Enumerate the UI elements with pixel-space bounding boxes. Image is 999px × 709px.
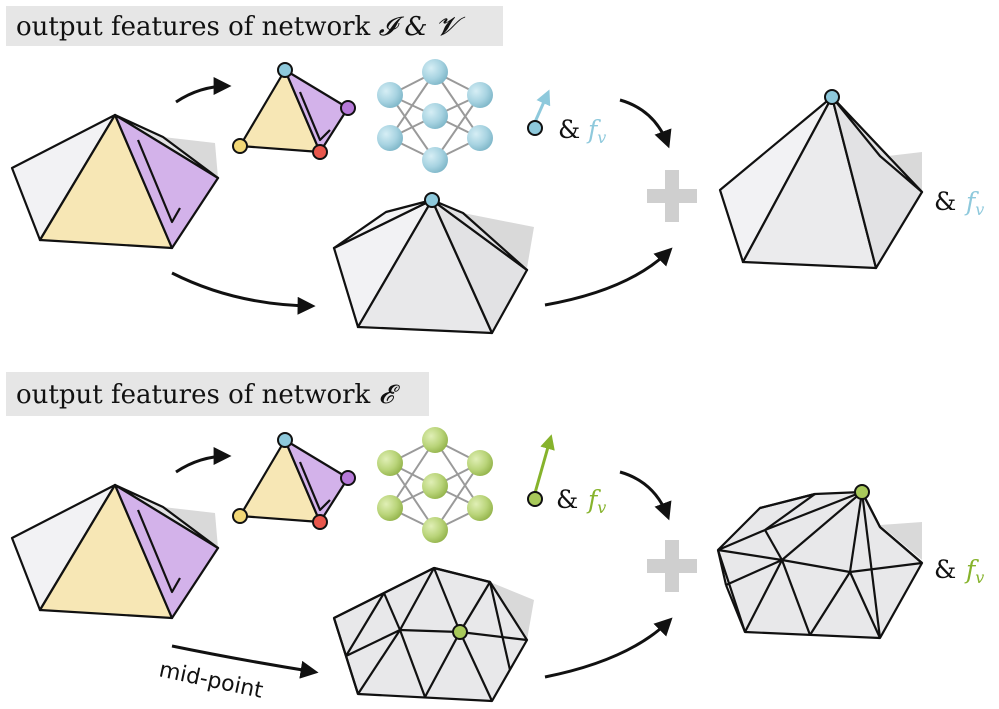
vector-arrow-icon — [527, 434, 555, 507]
vertex-mesh — [332, 192, 534, 335]
arrow-label: mid-point — [157, 657, 266, 703]
arrow-icon — [619, 470, 672, 521]
feature-amp: & — [556, 485, 578, 514]
section-1: output features of network 𝓘 & 𝓥 — [6, 6, 984, 335]
plus-icon — [647, 170, 697, 222]
result-amp: & — [934, 555, 956, 584]
result-feature-label: fv — [964, 555, 984, 587]
one-ring-icon — [232, 432, 356, 530]
plus-icon — [647, 540, 697, 592]
arrow-icon — [171, 271, 316, 315]
arrow-icon — [619, 98, 672, 149]
arrow-icon — [171, 644, 319, 679]
one-ring-icon — [232, 62, 356, 160]
result-mesh — [716, 484, 924, 640]
neural-network-icon — [377, 427, 493, 543]
section-2: output features of network 𝓔 — [6, 372, 984, 704]
result-mesh — [718, 89, 924, 270]
input-mesh — [10, 483, 220, 620]
arrow-icon — [544, 617, 673, 679]
feature-amp: & — [558, 115, 580, 144]
neural-network-icon — [377, 59, 493, 173]
arrow-icon — [175, 77, 232, 104]
feature-label: fv — [586, 115, 606, 147]
arrow-icon — [175, 447, 232, 474]
section-banner — [6, 372, 429, 416]
input-mesh — [10, 113, 220, 250]
arrow-icon — [544, 247, 673, 307]
result-amp: & — [934, 187, 956, 216]
vector-arrow-icon — [527, 89, 551, 136]
feature-label: fv — [586, 485, 606, 517]
section-title: output features of network 𝓔 — [16, 380, 401, 410]
section-banner — [6, 6, 503, 46]
subdivided-mesh — [332, 566, 534, 703]
result-feature-label: fv — [964, 187, 984, 219]
section-title: output features of network 𝓘 & 𝓥 — [16, 12, 466, 42]
